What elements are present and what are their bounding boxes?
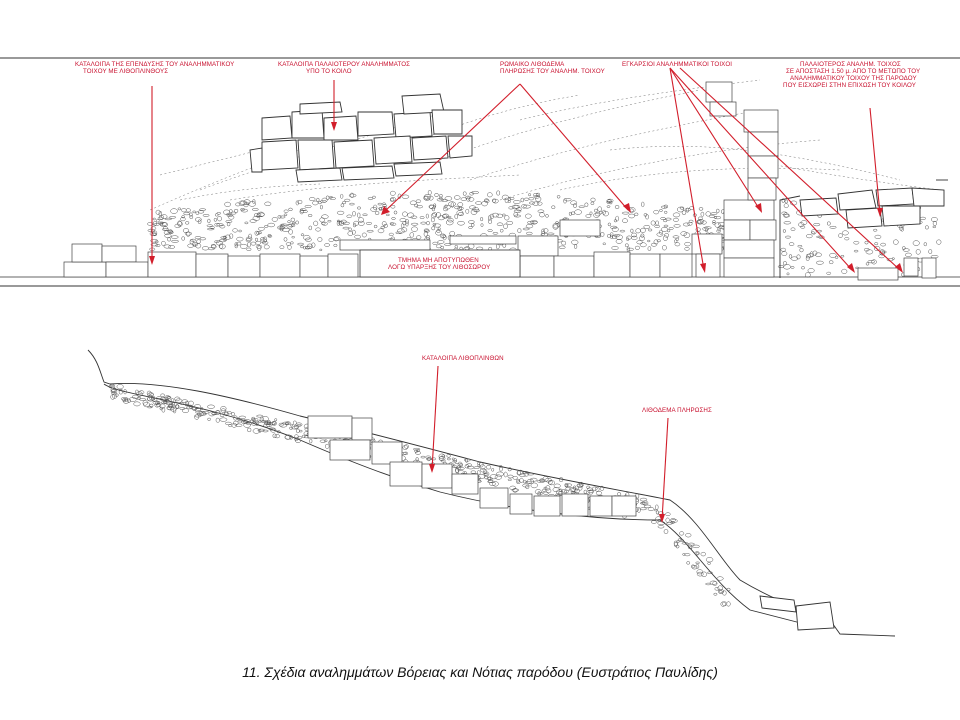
label-fill-rubble: ΛΙΘΟΔΕΜΑ ΠΛΗΡΩΣΗΣ — [642, 407, 712, 414]
ashlar-remains — [307, 415, 835, 631]
lower-ashlar-courses — [63, 199, 777, 278]
south-parodos-section: ΚΑΤΑΛΟΙΠΑ ΛΙΘΟΠΛΙΝΘΩΝ ΛΙΘΟΔΕΜΑ ΠΛΗΡΩΣΗΣ — [87, 349, 896, 637]
label-ashlar-remains: ΚΑΤΑΛΟΙΠΑ ΛΙΘΟΠΛΙΝΘΩΝ — [422, 355, 504, 362]
unrecorded-section — [359, 249, 521, 278]
label-older-analemma-2: ΥΠΟ ΤΟ ΚΟΙΛΟ — [306, 68, 352, 75]
label-lining-remains-2: ΤΟΙΧΟΥ ΜΕ ΛΙΘΟΠΛΙΝΘΟΥΣ — [83, 68, 168, 75]
south-rubble-fill — [108, 384, 731, 607]
upper-polygonal-masonry — [249, 93, 473, 183]
label-unrecorded-2: ΛΟΓΩ ΥΠΑΡΞΗΣ ΤΟΥ ΛΙΘΟΣΩΡΟΥ — [388, 264, 490, 271]
label-older-wall-2: ΣΕ ΑΠΟΣΤΑΣΗ 1.50 μ. ΑΠΟ ΤΟ ΜΕΤΩΠΟ ΤΟΥ — [786, 68, 920, 75]
label-older-wall-1: ΠΑΛΑΙΟΤΕΡΟΣ ΑΝΑΛΗΜ. ΤΟΙΧΟΣ — [800, 61, 901, 68]
roman-rubble-fill — [147, 190, 942, 278]
slope-bottom-outline — [103, 383, 821, 629]
label-older-wall-3: ΑΝΑΛΗΜΜΑΤΙΚΟΥ ΤΟΙΧΟΥ ΤΗΣ ΠΑΡΟΔΟΥ — [790, 75, 917, 82]
label-unrecorded-1: ΤΜΗΜΑ ΜΗ ΑΠΟΤΥΠΩΘΕΝ — [398, 257, 479, 264]
label-transverse-walls: ΕΓΚΑΡΣΙΟΙ ΑΝΑΛΗΜΜΑΤΙΚΟΙ ΤΟΙΧΟΙ — [622, 61, 732, 68]
slope-top-outline — [87, 349, 896, 637]
north-parodos-elevation: ΚΑΤΑΛΟΙΠΑ ΤΗΣ ΕΠΕΝΔΥΣΗΣ ΤΟΥ ΑΝΑΛΗΜΜΑΤΙΚΟ… — [0, 57, 960, 287]
label-older-wall-4: ΠΟΥ ΕΙΣΧΩΡΕΙ ΣΤΗΝ ΕΠΙΧΩΣΗ ΤΟΥ ΚΟΙΛΟΥ — [783, 82, 916, 89]
annotation-arrows — [149, 67, 903, 273]
figure-caption: 11. Σχέδια αναλημμάτων Βόρειας και Νότια… — [242, 664, 718, 680]
transverse-walls — [705, 81, 948, 281]
label-lining-remains-1: ΚΑΤΑΛΟΙΠΑ ΤΗΣ ΕΠΕΝΔΥΣΗΣ ΤΟΥ ΑΝΑΛΗΜΜΑΤΙΚΟ… — [75, 61, 234, 68]
south-arrows — [429, 365, 669, 523]
label-roman-rubble-2: ΠΛΗΡΩΣΗΣ ΤΟΥ ΑΝΑΛΗΜ. ΤΟΙΧΟΥ — [500, 68, 605, 75]
label-roman-rubble-1: ΡΩΜΑΙΚΟ ΛΙΘΟΔΕΜΑ — [500, 61, 565, 68]
label-older-analemma-1: ΚΑΤΑΛΟΙΠΑ ΠΑΛΑΙΟΤΕΡΟΥ ΑΝΑΛΗΜΜΑΤΟΣ — [278, 61, 410, 68]
